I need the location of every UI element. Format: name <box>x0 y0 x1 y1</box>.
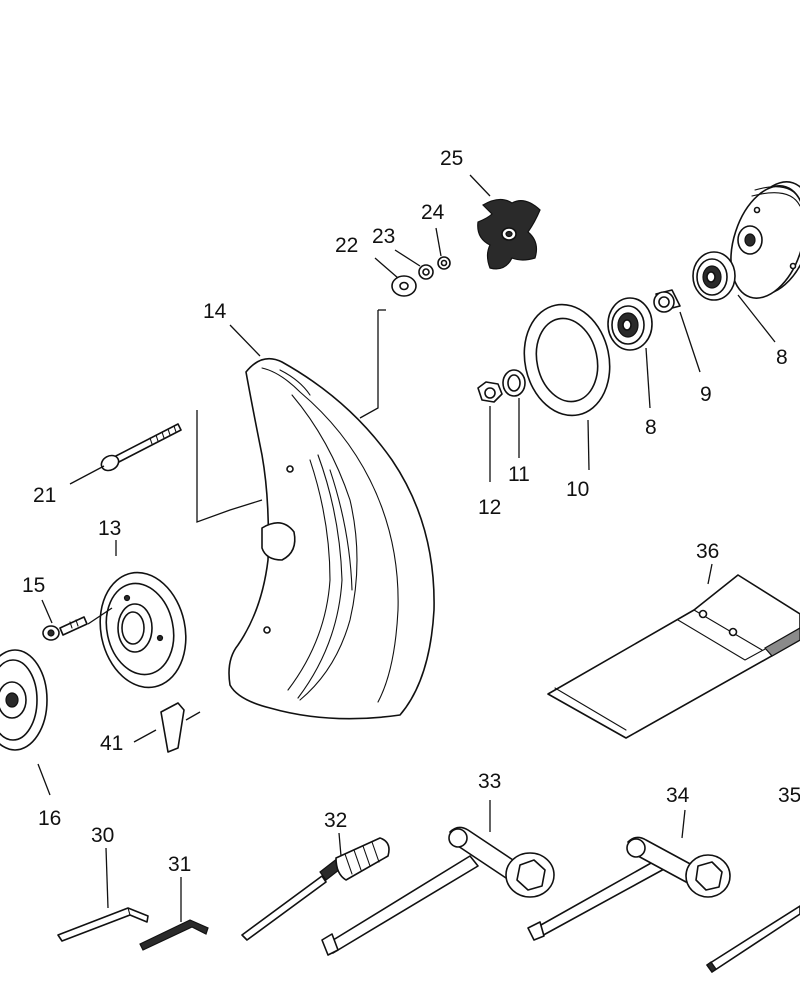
callout-11: 11 <box>508 463 530 486</box>
part-36-sheath <box>547 574 800 739</box>
callout-31: 31 <box>168 853 191 876</box>
callout-23: 23 <box>372 225 395 248</box>
callout-12: 12 <box>478 496 501 519</box>
callout-24: 24 <box>421 201 445 224</box>
part-15-bolt <box>42 616 88 641</box>
part-23-washer <box>418 264 434 280</box>
part-35-file <box>706 905 800 973</box>
part-10-ring <box>523 303 611 417</box>
callouts: 25 24 23 22 14 8 9 8 10 11 12 21 13 15 3… <box>22 147 800 876</box>
part-9-spacer <box>653 289 681 313</box>
callout-15: 15 <box>22 574 45 597</box>
callout-16: 16 <box>38 807 61 830</box>
part-14-blade-guard <box>228 357 435 720</box>
part-31-hex-key <box>139 919 209 951</box>
callout-14: 14 <box>203 300 227 323</box>
part-25-knob <box>477 198 541 270</box>
callout-8-upper: 8 <box>776 346 788 369</box>
part-16-outer-flange <box>0 649 48 751</box>
callout-32: 32 <box>324 809 347 832</box>
part-34-wrench <box>527 836 731 941</box>
part-12-nut <box>477 381 503 403</box>
callout-10: 10 <box>566 478 589 501</box>
part-32-screwdriver <box>241 837 390 941</box>
part-33-wrench <box>321 826 555 956</box>
callout-30: 30 <box>91 824 114 847</box>
part-24-nut <box>437 256 451 270</box>
part-pulley-top-right <box>730 181 800 299</box>
callout-8-lower: 8 <box>645 416 657 439</box>
part-21-carriage-bolt <box>100 423 182 472</box>
part-22-washer <box>391 275 417 297</box>
callout-21: 21 <box>33 484 56 507</box>
part-11-washer <box>502 369 526 397</box>
callout-22: 22 <box>335 234 358 257</box>
part-8-bearing-lower <box>607 297 653 351</box>
leader-lines <box>37 174 776 922</box>
callout-35: 35 <box>778 784 800 807</box>
callout-9: 9 <box>700 383 712 406</box>
callout-36: 36 <box>696 540 719 563</box>
callout-25: 25 <box>440 147 463 170</box>
callout-13: 13 <box>98 517 121 540</box>
part-30-hex-key <box>57 907 149 942</box>
part-13-flange <box>99 571 187 689</box>
callout-33: 33 <box>478 770 501 793</box>
part-41-clip <box>160 702 185 753</box>
part-8-bearing-upper <box>692 251 736 301</box>
callout-34: 34 <box>666 784 690 807</box>
callout-41: 41 <box>100 732 123 755</box>
